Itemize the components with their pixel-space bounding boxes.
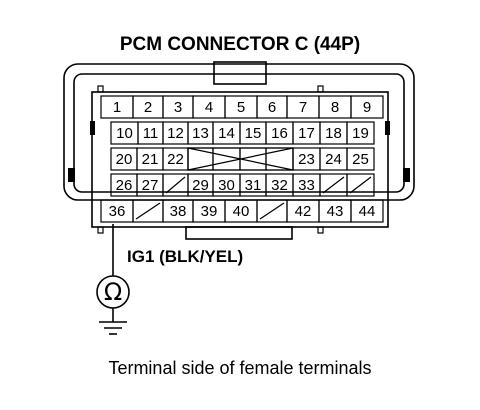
terminal-unused-slash bbox=[349, 176, 372, 194]
terminal-label-32: 32 bbox=[271, 177, 288, 194]
housing-inner-shell bbox=[73, 73, 405, 193]
terminal-44 bbox=[350, 199, 384, 223]
terminal-label-36: 36 bbox=[109, 203, 126, 220]
terminal-label-27: 27 bbox=[142, 177, 159, 194]
diagram-caption: Terminal side of female terminals bbox=[108, 358, 371, 378]
terminal-label-22: 22 bbox=[167, 151, 184, 168]
face-tab-bl bbox=[97, 226, 104, 234]
terminal-empty bbox=[346, 173, 375, 197]
terminal-label-5: 5 bbox=[237, 99, 245, 116]
terminal-label-14: 14 bbox=[218, 125, 235, 142]
housing-latch-tab bbox=[213, 61, 267, 85]
housing-clip-left bbox=[68, 168, 75, 182]
terminal-label-6: 6 bbox=[268, 99, 276, 116]
wire-color-label: IG1 (BLK/YEL) bbox=[127, 247, 243, 266]
terminal-label-43: 43 bbox=[327, 203, 344, 220]
terminal-label-16: 16 bbox=[271, 125, 288, 142]
terminal-label-19: 19 bbox=[352, 125, 369, 142]
terminal-label-26: 26 bbox=[116, 177, 133, 194]
terminal-label-24: 24 bbox=[325, 151, 342, 168]
terminal-face-bottom-key bbox=[185, 226, 293, 240]
terminal-label-20: 20 bbox=[116, 151, 133, 168]
terminal-label-15: 15 bbox=[245, 125, 262, 142]
terminal-label-4: 4 bbox=[205, 99, 213, 116]
terminal-label-21: 21 bbox=[142, 151, 159, 168]
diagram-title: PCM CONNECTOR C (44P) bbox=[120, 34, 360, 55]
terminal-unused-slash bbox=[165, 176, 186, 194]
terminal-label-7: 7 bbox=[299, 99, 307, 116]
terminal-empty bbox=[239, 147, 267, 171]
terminal-label-29: 29 bbox=[192, 177, 209, 194]
terminal-25 bbox=[346, 147, 375, 171]
terminal-label-18: 18 bbox=[325, 125, 342, 142]
housing-clip-right bbox=[403, 168, 410, 182]
terminal-label-44: 44 bbox=[359, 203, 376, 220]
terminal-label-33: 33 bbox=[298, 177, 315, 194]
terminal-label-10: 10 bbox=[116, 125, 133, 142]
ohmmeter-symbol: Ω bbox=[104, 278, 122, 306]
terminal-label-9: 9 bbox=[363, 99, 371, 116]
terminal-label-8: 8 bbox=[331, 99, 339, 116]
terminal-unused-slash bbox=[322, 176, 345, 194]
terminal-9 bbox=[350, 95, 384, 119]
terminal-label-1: 1 bbox=[113, 99, 121, 116]
terminal-label-3: 3 bbox=[174, 99, 182, 116]
terminal-label-30: 30 bbox=[218, 177, 235, 194]
terminal-label-23: 23 bbox=[298, 151, 315, 168]
terminal-label-40: 40 bbox=[233, 203, 250, 220]
terminal-label-38: 38 bbox=[170, 203, 187, 220]
terminal-label-42: 42 bbox=[295, 203, 312, 220]
blank-block-cross bbox=[187, 147, 294, 171]
test-circuit: Ω IG1 (BLK/YEL) bbox=[96, 224, 243, 335]
terminal-label-2: 2 bbox=[144, 99, 152, 116]
terminal-label-11: 11 bbox=[143, 125, 159, 142]
terminal-label-17: 17 bbox=[298, 125, 315, 142]
ground-icon bbox=[99, 321, 127, 335]
terminal-unused-slash bbox=[259, 202, 285, 220]
terminal-unused-slash bbox=[135, 202, 161, 220]
terminal-empty bbox=[187, 147, 214, 171]
terminal-label-25: 25 bbox=[352, 151, 369, 168]
blank-terminal-block bbox=[187, 147, 294, 171]
terminal-empty bbox=[212, 147, 241, 171]
face-tab-br bbox=[317, 226, 324, 234]
face-tab-tr bbox=[317, 85, 324, 93]
face-tab-tl bbox=[97, 85, 104, 93]
terminal-label-13: 13 bbox=[192, 125, 209, 142]
terminal-label-12: 12 bbox=[167, 125, 184, 142]
terminal-19 bbox=[346, 121, 375, 145]
terminal-label-31: 31 bbox=[245, 177, 262, 194]
terminal-label-39: 39 bbox=[201, 203, 218, 220]
